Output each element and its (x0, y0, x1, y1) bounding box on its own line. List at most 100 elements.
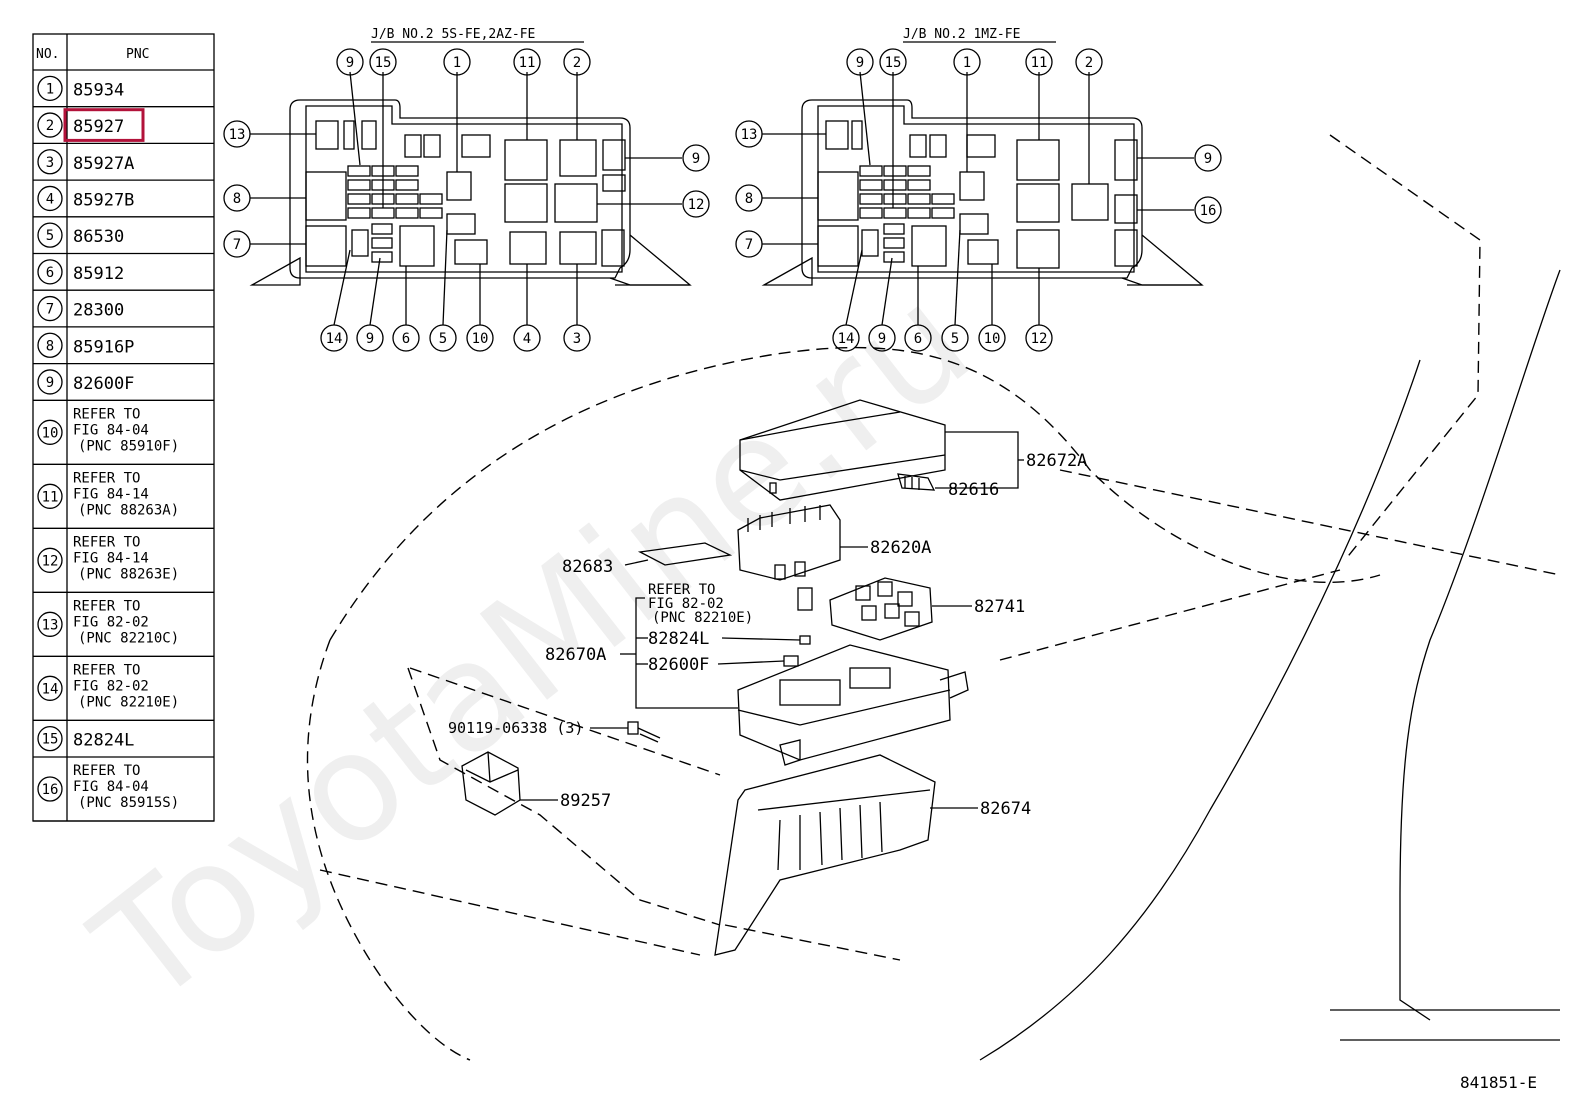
row-reference-line: REFER TO (73, 763, 140, 779)
callout-14: 14 (320, 324, 348, 352)
label-82683: 82683 (562, 557, 613, 577)
callout-13: 13 (735, 120, 763, 148)
figure-id: 841851-E (1460, 1073, 1537, 1092)
row-pnc: 85927B (73, 190, 134, 210)
highlight-box (63, 108, 145, 142)
svg-text:12: 12 (688, 197, 705, 213)
svg-text:16: 16 (1200, 203, 1217, 219)
callout-5: 5 (941, 324, 969, 352)
jb-title-2: J/B NO.2 1MZ-FE (903, 27, 1020, 42)
relay-82616 (897, 473, 936, 491)
svg-text:3: 3 (573, 331, 581, 347)
fuse-82600F (783, 655, 799, 667)
row-number-circle (37, 369, 63, 395)
row-number: 5 (46, 228, 54, 244)
svg-text:8: 8 (233, 191, 241, 207)
row-number: 1 (46, 81, 54, 97)
table-row: 8 85916P (37, 332, 134, 358)
callout-10: 10 (466, 324, 494, 352)
callout-1: 1 (953, 48, 981, 76)
label-89257: 89257 (560, 791, 611, 811)
svg-text:9: 9 (856, 55, 864, 71)
row-number-circle (37, 675, 63, 701)
row-pnc: 85927A (73, 154, 134, 174)
row-reference-line: FIG 82-02 (73, 678, 149, 694)
callout-9: 9 (682, 144, 710, 172)
callout-9: 9 (356, 324, 384, 352)
callout-5: 5 (429, 324, 457, 352)
callout-3: 3 (563, 324, 591, 352)
row-number-circle (37, 222, 63, 248)
callout-16: 16 (1194, 196, 1222, 224)
row-reference-line: REFER TO (73, 406, 140, 422)
junction-block-diagram-5s-fe: J/B NO.2 5S-FE,2AZ-FE (223, 27, 710, 352)
fuse-82824L (799, 635, 811, 645)
callout-2: 2 (563, 48, 591, 76)
row-reference-line: FIG 84-04 (73, 422, 149, 438)
svg-text:7: 7 (233, 237, 241, 253)
label-82741: 82741 (974, 597, 1025, 617)
label-82824L: 82824L (648, 629, 709, 649)
row-number-circle (37, 776, 63, 802)
svg-text:5: 5 (439, 331, 447, 347)
row-number: 9 (46, 375, 54, 391)
row-number: 3 (46, 155, 54, 171)
svg-text:15: 15 (885, 55, 902, 71)
callout-6: 6 (392, 324, 420, 352)
label-82670A: 82670A (545, 645, 606, 665)
svg-text:11: 11 (1031, 55, 1048, 71)
label-82672A: 82672A (1026, 451, 1087, 471)
svg-text:13: 13 (741, 127, 758, 143)
row-number: 10 (42, 425, 59, 441)
callout-11: 11 (1025, 48, 1053, 76)
callout-1: 1 (443, 48, 471, 76)
row-number: 4 (46, 191, 54, 207)
row-number: 13 (42, 617, 59, 633)
callout-4: 4 (513, 324, 541, 352)
svg-text:6: 6 (402, 331, 410, 347)
row-reference-line: (PNC 88263A) (78, 502, 179, 518)
callout-8: 8 (735, 184, 763, 212)
callout-9: 9 (868, 324, 896, 352)
row-number: 15 (42, 732, 59, 748)
row-number: 7 (46, 302, 54, 318)
vehicle-body-outline (306, 134, 1561, 1061)
row-pnc: 28300 (73, 301, 124, 321)
svg-text:5: 5 (951, 331, 959, 347)
svg-text:14: 14 (838, 331, 855, 347)
row-number-circle (37, 75, 63, 101)
junction-block-82670A (737, 644, 969, 766)
row-reference-line: (PNC 82210C) (78, 630, 179, 646)
refer-to-line-2: FIG 82-02 (648, 596, 724, 612)
relay-block-82620A (737, 504, 841, 581)
row-number: 8 (46, 338, 54, 354)
row-reference-line: FIG 84-14 (73, 550, 149, 566)
row-reference-line: (PNC 85910F) (78, 438, 179, 454)
label-82616: 82616 (948, 480, 999, 500)
row-pnc: 85912 (73, 264, 124, 284)
table-header-no: NO. (36, 47, 59, 62)
callout-11: 11 (513, 48, 541, 76)
callout-12: 12 (1025, 324, 1053, 352)
svg-text:11: 11 (519, 55, 536, 71)
row-pnc: 82600F (73, 374, 134, 394)
row-number-circle (37, 611, 63, 637)
watermark-text: ToyotaMine.ru (64, 254, 1001, 1039)
svg-text:1: 1 (963, 55, 971, 71)
callout-13: 13 (223, 120, 251, 148)
table-row: 4 85927B (37, 185, 134, 212)
row-number: 12 (42, 553, 59, 569)
row-reference-line: REFER TO (73, 470, 140, 486)
lower-case-82674 (714, 754, 936, 956)
callout-8: 8 (223, 184, 251, 212)
row-number: 14 (42, 681, 59, 697)
row-pnc: 85916P (73, 337, 134, 357)
svg-text:15: 15 (375, 55, 392, 71)
callout-12: 12 (682, 190, 710, 218)
table-row: 7 28300 (37, 295, 124, 322)
